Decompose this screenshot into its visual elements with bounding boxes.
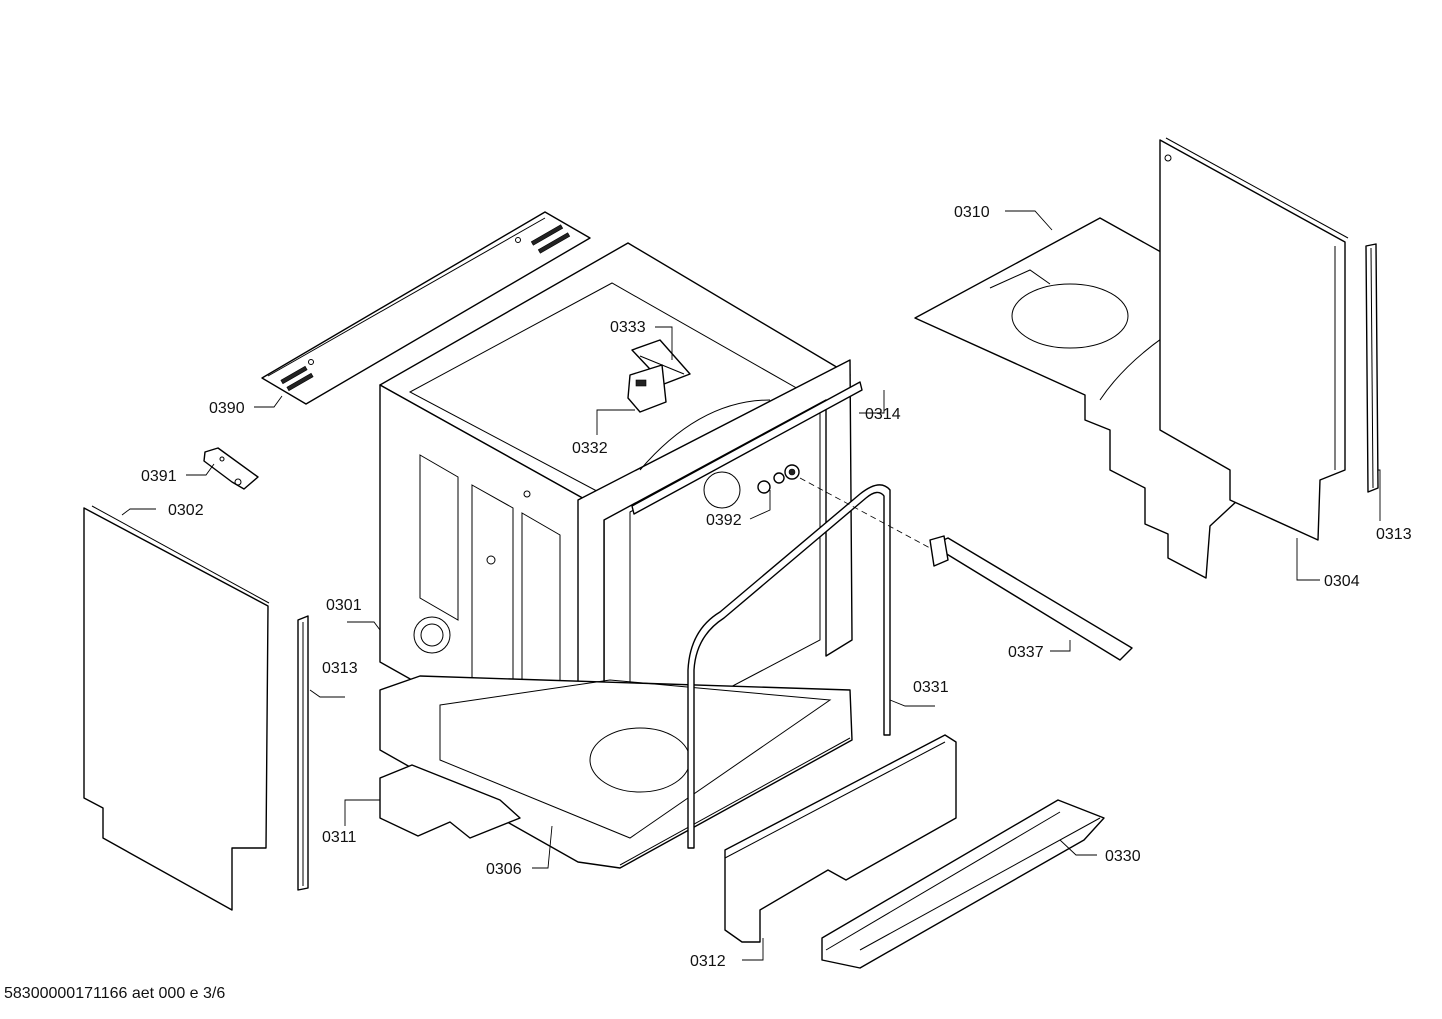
part-0311-foam-block xyxy=(379,764,521,839)
label-0311: 0311 xyxy=(322,829,357,846)
part-0337-rail xyxy=(799,477,1133,661)
part-0313-right-strip xyxy=(1365,243,1379,493)
part-0312-plinth-foam xyxy=(724,734,957,943)
label-0337: 0337 xyxy=(1008,644,1044,661)
part-0313-left-strip xyxy=(297,615,309,891)
label-0333: 0333 xyxy=(610,319,646,336)
label-0302: 0302 xyxy=(168,502,204,519)
part-0302-left-panel xyxy=(83,505,270,911)
label-0306: 0306 xyxy=(486,861,522,878)
label-0310: 0310 xyxy=(954,204,990,221)
label-0390: 0390 xyxy=(209,400,245,417)
leader-lines xyxy=(121,210,1381,961)
label-0304: 0304 xyxy=(1324,573,1360,590)
part-0331-door-seal xyxy=(687,484,891,849)
label-0313-right: 0313 xyxy=(1376,526,1412,543)
part-0332-latch xyxy=(627,364,667,413)
label-0312: 0312 xyxy=(690,953,726,970)
label-0332: 0332 xyxy=(572,440,608,457)
document-id: 58300000171166 aet 000 e 3/6 xyxy=(4,985,225,1002)
part-0391-bracket xyxy=(203,447,259,490)
part-0304-back-panel xyxy=(1159,137,1349,541)
part-0392-screws xyxy=(757,464,800,494)
label-0330: 0330 xyxy=(1105,848,1141,865)
label-0313-left: 0313 xyxy=(322,660,358,677)
label-0331: 0331 xyxy=(913,679,949,696)
part-0390-top-plate xyxy=(261,211,591,405)
label-0392: 0392 xyxy=(706,512,742,529)
label-0301: 0301 xyxy=(326,597,362,614)
part-labels: 0310 0333 0390 0314 0332 0391 0302 0392 … xyxy=(141,204,1412,970)
label-0391: 0391 xyxy=(141,468,177,485)
part-0306-base-tray xyxy=(379,675,853,869)
label-0314: 0314 xyxy=(865,406,901,423)
